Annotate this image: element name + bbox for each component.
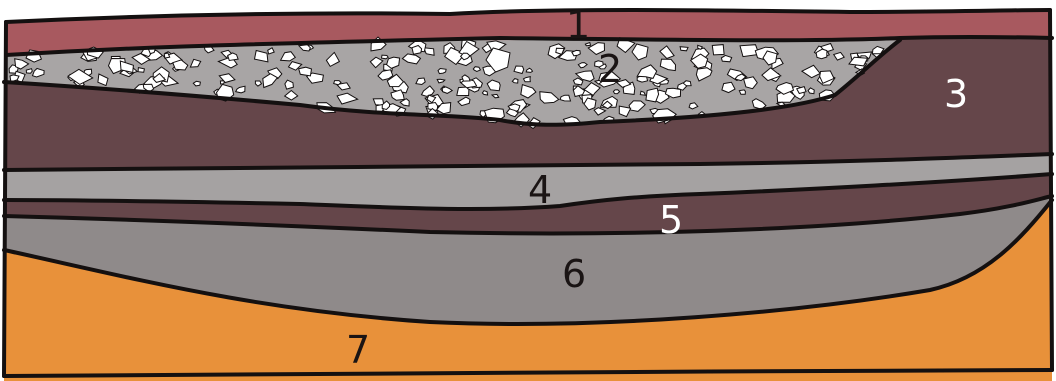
layer-label-4: 4	[528, 168, 552, 212]
gravel-clast	[138, 68, 144, 73]
layer-label-3: 3	[944, 72, 968, 116]
boundary-left	[4, 22, 6, 376]
gravel-clast	[412, 46, 422, 55]
gravel-clast	[382, 55, 389, 59]
gravel-clast	[473, 67, 480, 72]
gravel-clast	[299, 67, 312, 76]
layer-label-1: 1	[566, 3, 590, 47]
layer-label-6: 6	[562, 252, 586, 296]
gravel-clast	[26, 69, 32, 74]
layer-label-7: 7	[346, 328, 370, 372]
gravel-clast	[572, 50, 580, 55]
gravel-clast	[560, 95, 570, 101]
gravel-clast	[739, 90, 745, 94]
gravel-clast	[680, 47, 688, 51]
gravel-clast	[712, 45, 724, 55]
gravel-clast	[482, 91, 487, 95]
layer-label-5: 5	[659, 198, 683, 242]
layer-label-2: 2	[598, 47, 622, 91]
gravel-clast	[646, 88, 659, 102]
boundary-right	[1050, 10, 1052, 370]
